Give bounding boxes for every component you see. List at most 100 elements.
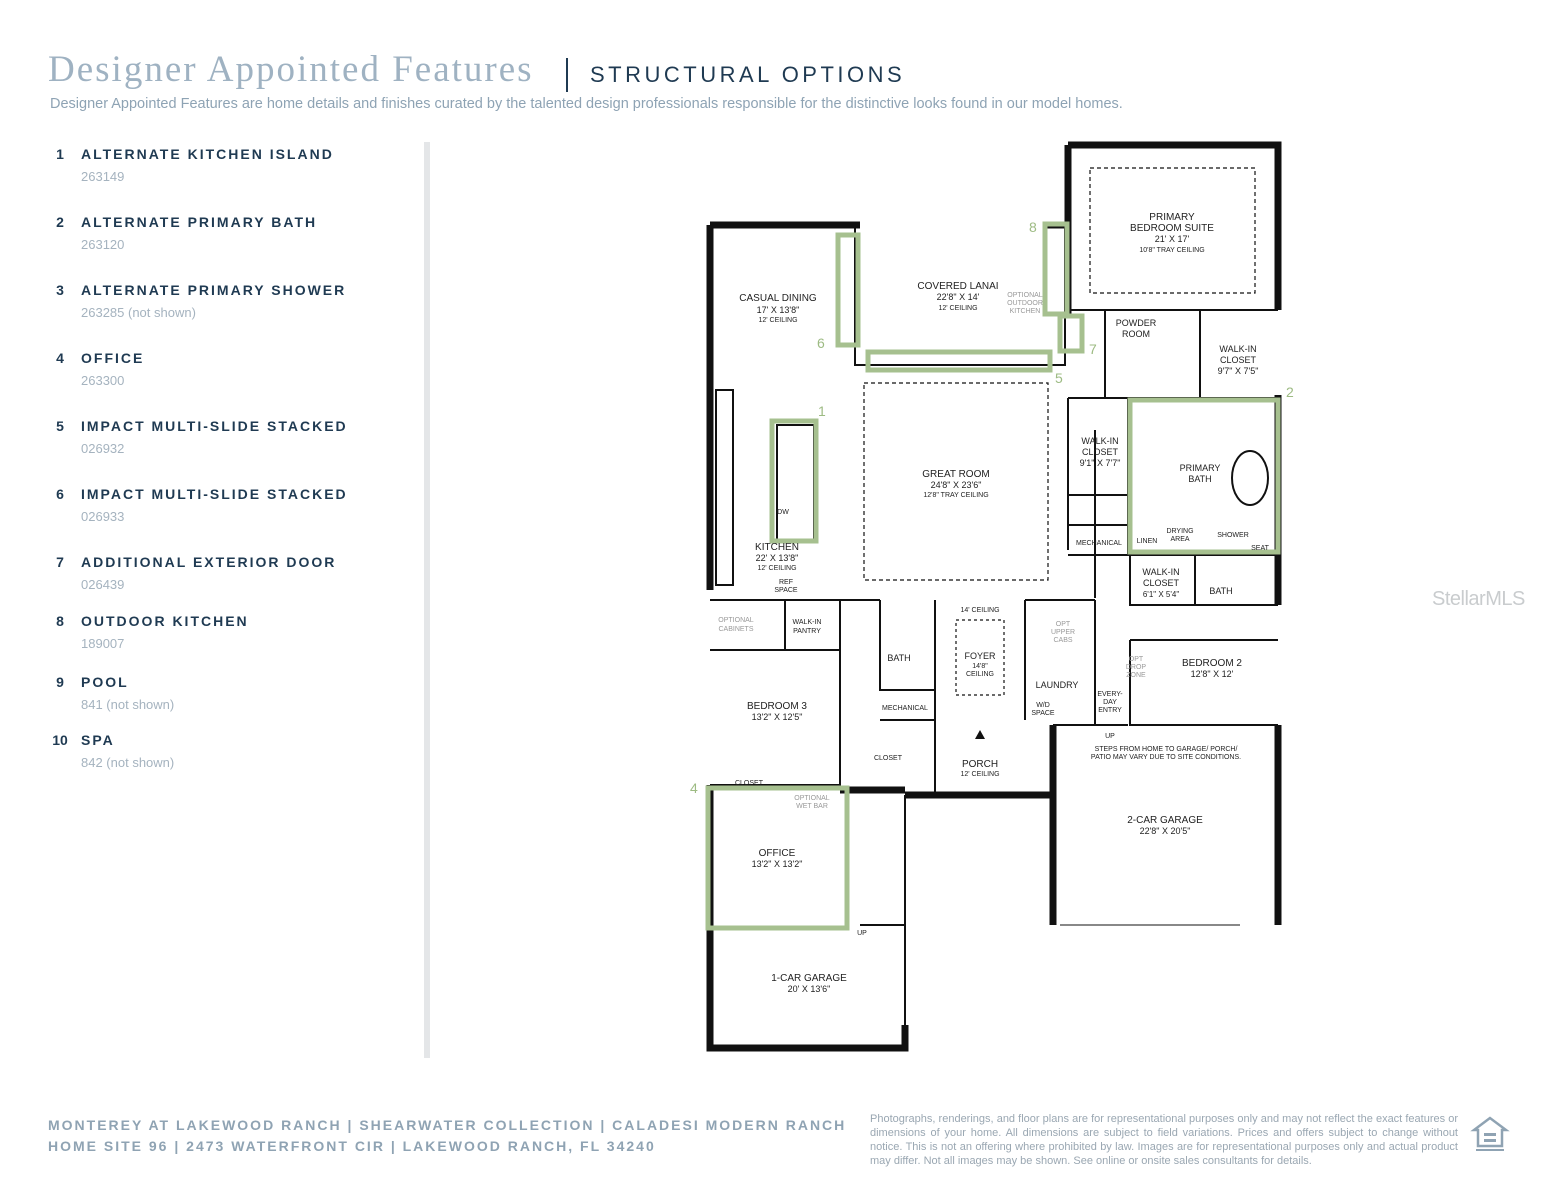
option-name: IMPACT MULTI-SLIDE STACKED bbox=[81, 486, 348, 502]
room-label: COVERED LANAI bbox=[917, 281, 998, 292]
callout-number: 2 bbox=[1286, 384, 1294, 400]
room-label: LAUNDRY bbox=[1036, 680, 1079, 690]
room-label: CLOSET bbox=[735, 780, 764, 787]
option-code: 842 (not shown) bbox=[81, 755, 175, 770]
room-ceiling: 12' CEILING bbox=[938, 305, 977, 312]
room-label: WALK-IN bbox=[1219, 344, 1256, 354]
room-label: OPT bbox=[1129, 656, 1144, 663]
room-label: CLOSET bbox=[1143, 578, 1180, 588]
option-number: 9 bbox=[56, 674, 64, 690]
room-dimension: 6'1" X 5'4" bbox=[1143, 590, 1179, 599]
room-label: BATH bbox=[887, 653, 910, 663]
option-number: 4 bbox=[56, 350, 64, 366]
option-code: 026933 bbox=[81, 509, 125, 524]
floor-plan: 1 2 4 5 6 7 8 PRIMARY BEDROOM SUITE 21' … bbox=[690, 141, 1294, 1052]
room-label: CABINETS bbox=[718, 626, 753, 633]
room-label: WALK-IN bbox=[793, 619, 822, 626]
room-label: BATH bbox=[1209, 586, 1232, 596]
room-label: UPPER bbox=[1051, 629, 1075, 636]
option-name: SPA bbox=[81, 732, 115, 748]
entry-arrow-icon bbox=[975, 730, 985, 739]
room-label: CABS bbox=[1053, 637, 1072, 644]
room-ceiling: 12' CEILING bbox=[960, 771, 999, 778]
room-ceiling: CEILING bbox=[966, 671, 994, 678]
option-code: 263285 (not shown) bbox=[81, 305, 196, 320]
room-label: BATH bbox=[1188, 474, 1211, 484]
room-label: BEDROOM 3 bbox=[747, 701, 807, 712]
room-label: KITCHEN bbox=[1010, 308, 1041, 315]
room-label: W/D bbox=[1036, 702, 1050, 709]
room-label: ZONE bbox=[1126, 672, 1146, 679]
room-label: CASUAL DINING bbox=[739, 293, 817, 304]
callout-number: 7 bbox=[1089, 341, 1097, 357]
option-number: 5 bbox=[56, 418, 64, 434]
watermark: StellarMLS bbox=[1432, 588, 1525, 610]
option-name: ALTERNATE PRIMARY SHOWER bbox=[81, 282, 347, 298]
room-dimension: 22'8" X 20'5" bbox=[1140, 826, 1191, 836]
room-label: POWDER bbox=[1116, 318, 1157, 328]
vertical-divider bbox=[424, 142, 430, 1058]
room-label: FOYER bbox=[964, 651, 996, 661]
room-label: ROOM bbox=[1122, 329, 1150, 339]
room-label: WALK-IN bbox=[1142, 567, 1179, 577]
option-number: 6 bbox=[56, 486, 64, 502]
option-number: 1 bbox=[56, 146, 64, 162]
option-name: ADDITIONAL EXTERIOR DOOR bbox=[81, 554, 337, 570]
option-name: ALTERNATE PRIMARY BATH bbox=[81, 214, 318, 230]
room-label: PRIMARY bbox=[1180, 463, 1221, 473]
option-name: OFFICE bbox=[81, 350, 145, 366]
callout-number: 5 bbox=[1055, 370, 1063, 386]
room-dimension: 24'8" X 23'6" bbox=[931, 480, 982, 490]
room-label: DRYING bbox=[1166, 528, 1193, 535]
room-label: GREAT ROOM bbox=[922, 469, 989, 480]
page-title: Designer Appointed Features bbox=[48, 49, 534, 90]
room-label: PANTRY bbox=[793, 628, 821, 635]
title-divider bbox=[566, 58, 568, 92]
option-name: POOL bbox=[81, 674, 129, 690]
option-code: 841 (not shown) bbox=[81, 697, 175, 712]
room-label: OPTIONAL bbox=[794, 795, 830, 802]
footer-address: HOME SITE 96 | 2473 WATERFRONT CIR | LAK… bbox=[48, 1138, 656, 1154]
room-label: 1-CAR GARAGE bbox=[771, 973, 847, 984]
option-code: 026932 bbox=[81, 441, 125, 456]
room-label: BEDROOM SUITE bbox=[1130, 223, 1214, 234]
room-dimension: 21' X 17' bbox=[1155, 234, 1190, 244]
room-label: OPTIONAL bbox=[718, 617, 754, 624]
option-number: 8 bbox=[56, 613, 64, 629]
room-label: AREA bbox=[1170, 536, 1189, 543]
option-number: 10 bbox=[52, 732, 68, 748]
page-subtitle: STRUCTURAL OPTIONS bbox=[590, 62, 906, 87]
room-dimension: 20' X 13'6" bbox=[788, 984, 831, 994]
option-number: 7 bbox=[56, 554, 64, 570]
room-label: LINEN bbox=[1137, 538, 1158, 545]
appliance-label: REF bbox=[779, 579, 793, 586]
option-code: 263149 bbox=[81, 169, 125, 184]
option-code: 026439 bbox=[81, 577, 125, 592]
option-name: IMPACT MULTI-SLIDE STACKED bbox=[81, 418, 348, 434]
room-label: OPT bbox=[1056, 621, 1071, 628]
stair-label: UP bbox=[1105, 733, 1115, 740]
room-label: CLOSET bbox=[874, 755, 903, 762]
room-dimension: 14'8" bbox=[972, 663, 988, 670]
equal-housing-opportunity-icon bbox=[1470, 1116, 1510, 1151]
callout-number: 1 bbox=[818, 403, 826, 419]
room-label: EVERY- bbox=[1097, 691, 1123, 698]
room-label: DAY bbox=[1103, 699, 1117, 706]
footer-disclaimer: Photographs, renderings, and floor plans… bbox=[870, 1113, 1458, 1167]
room-label: WET BAR bbox=[796, 803, 828, 810]
room-label: OUTDOOR bbox=[1007, 300, 1043, 307]
room-label: 2-CAR GARAGE bbox=[1127, 815, 1203, 826]
room-label: WALK-IN bbox=[1081, 436, 1118, 446]
plan-note: PATIO MAY VARY DUE TO SITE CONDITIONS. bbox=[1091, 754, 1241, 761]
callout-number: 4 bbox=[690, 780, 698, 796]
room-dimension: 12'8" X 12' bbox=[1191, 669, 1234, 679]
room-label: MECHANICAL bbox=[882, 705, 928, 712]
option-code: 263120 bbox=[81, 237, 125, 252]
room-dimension: 13'2" X 13'2" bbox=[752, 859, 803, 869]
room-label: KITCHEN bbox=[755, 542, 799, 553]
callout-number: 6 bbox=[817, 335, 825, 351]
room-label: MECHANICAL bbox=[1076, 540, 1122, 547]
option-code: 189007 bbox=[81, 636, 125, 651]
callout-number: 8 bbox=[1029, 219, 1037, 235]
option-code: 263300 bbox=[81, 373, 125, 388]
